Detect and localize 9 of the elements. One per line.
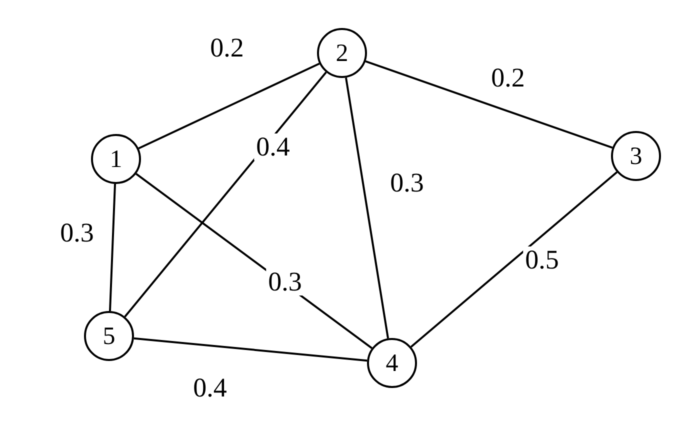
edge-line bbox=[134, 337, 368, 362]
edge-line bbox=[365, 60, 613, 149]
edge-line bbox=[138, 62, 320, 150]
edge-label: 0.3 bbox=[266, 268, 304, 296]
edge-line bbox=[345, 78, 389, 338]
edge-line bbox=[124, 72, 327, 318]
edge-line bbox=[109, 184, 116, 312]
edge-label: 0.4 bbox=[254, 134, 292, 160]
edge-line bbox=[410, 171, 618, 348]
